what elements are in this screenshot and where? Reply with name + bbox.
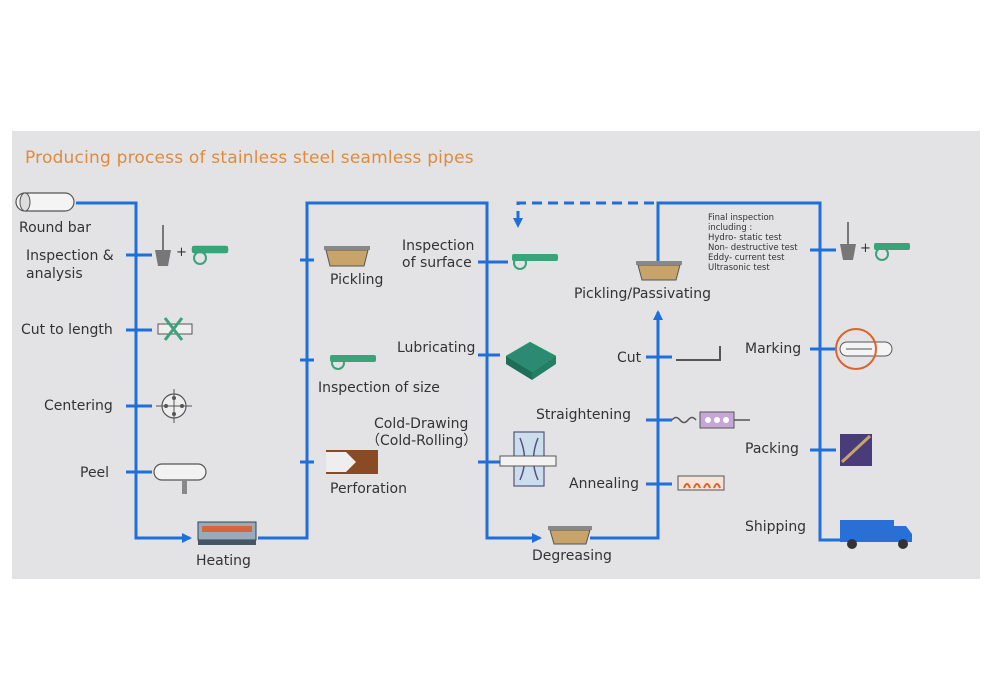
degreasing-tank-icon: [548, 526, 592, 545]
inspection-surface-icon: [512, 254, 558, 270]
svg-text:+: +: [176, 245, 187, 260]
flow-line-2: [258, 201, 542, 543]
label-pickling-passivating: Pickling/Passivating: [574, 286, 711, 302]
label-cut: Cut: [617, 350, 642, 366]
label-cold-rolling: （Cold-Rolling）: [366, 433, 478, 449]
label-lubricating: Lubricating: [397, 340, 476, 356]
annealing-icon: [677, 475, 725, 491]
flow-line-1: [76, 201, 192, 543]
label-pickling: Pickling: [330, 272, 384, 288]
final-inspection-line-2: including :: [708, 223, 753, 233]
label-cut-to-length: Cut to length: [21, 322, 113, 338]
label-degreasing: Degreasing: [532, 548, 612, 564]
label-marking: Marking: [745, 341, 802, 357]
label-inspection-of-size: Inspection of size: [318, 380, 440, 396]
final-inspection-line-6: Ultrasonic test: [708, 263, 770, 273]
final-inspection-line-1: Final inspection: [708, 213, 775, 223]
svg-text:+: +: [860, 241, 871, 256]
cut-tool-icon: [157, 317, 193, 341]
packing-icon: [840, 434, 872, 466]
label-round-bar: Round bar: [19, 220, 91, 236]
final-inspection-line-4: Non- destructive test: [708, 243, 798, 253]
label-heating: Heating: [196, 553, 251, 569]
cut-pipe-icon: [676, 346, 721, 361]
pickling-tank-icon: [324, 246, 370, 267]
flow-line-3: [590, 310, 663, 540]
lubricating-icon: [505, 341, 557, 380]
straightening-icon: [671, 411, 750, 429]
inspection-tool-icon: +: [155, 225, 229, 266]
label-peel: Peel: [80, 465, 110, 481]
label-shipping: Shipping: [745, 519, 807, 535]
peel-icon: [153, 463, 207, 494]
diagram-title: Producing process of stainless steel sea…: [25, 148, 474, 168]
label-inspection-surface-2: of surface: [402, 255, 472, 271]
final-inspection-icon: +: [840, 222, 910, 261]
label-straightening: Straightening: [536, 407, 631, 423]
truck-icon: [840, 520, 912, 549]
round-bar-icon: [15, 192, 75, 212]
label-inspection-surface-1: Inspection: [402, 238, 475, 254]
label-perforation: Perforation: [330, 481, 407, 497]
perforation-icon: [326, 450, 378, 474]
label-inspection-2: analysis: [26, 266, 83, 282]
inspection-size-icon: [330, 355, 376, 370]
marking-icon: [835, 328, 893, 370]
pickling-passivating-tank-icon: [636, 261, 682, 281]
final-inspection-line-3: Hydro- static test: [708, 233, 782, 243]
label-inspection-1: Inspection &: [26, 248, 114, 264]
label-cold-drawing: Cold-Drawing: [374, 416, 469, 432]
flow-line-dashed: [513, 201, 734, 228]
final-inspection-line-5: Eddy- current test: [708, 253, 785, 263]
flow-line-4: [656, 201, 840, 542]
heating-furnace-icon: [197, 521, 257, 545]
centering-icon: [156, 389, 192, 423]
label-centering: Centering: [44, 398, 113, 414]
cold-drawing-icon: [499, 431, 557, 487]
label-packing: Packing: [745, 441, 799, 457]
label-annealing: Annealing: [569, 476, 640, 492]
